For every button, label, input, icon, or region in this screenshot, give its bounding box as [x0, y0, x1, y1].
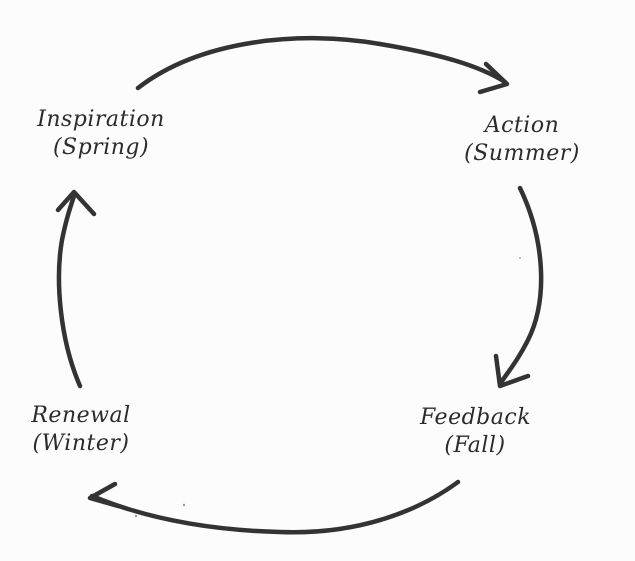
arrow-renewal-to-inspiration — [56, 193, 83, 389]
stage-season: (Winter) — [32, 431, 130, 456]
arrow-feedback-to-renewal — [89, 479, 461, 535]
stage-name: Feedback — [420, 405, 532, 430]
stage-season: (Fall) — [444, 433, 506, 458]
paper-speck — [134, 514, 138, 518]
arrowhead-renewal — [87, 481, 121, 509]
stage-renewal: Renewal (Winter) — [26, 402, 136, 458]
arrow-action-to-feedback — [497, 185, 544, 387]
arrowhead-inspiration — [55, 189, 97, 217]
stage-inspiration: Inspiration (Spring) — [36, 106, 166, 162]
stage-action: Action (Summer) — [462, 112, 582, 168]
stage-name: Renewal — [31, 403, 131, 428]
stage-name: Action — [484, 113, 560, 138]
paper-speck — [182, 503, 186, 507]
stage-season: (Summer) — [464, 141, 580, 166]
paper-speck — [519, 257, 521, 259]
arrow-inspiration-to-action — [135, 35, 508, 91]
arrowhead-action — [477, 61, 510, 95]
stage-season: (Spring) — [52, 135, 150, 160]
stage-feedback: Feedback (Fall) — [420, 404, 532, 460]
stage-name: Inspiration — [37, 107, 165, 132]
arrowhead-feedback — [493, 353, 531, 389]
